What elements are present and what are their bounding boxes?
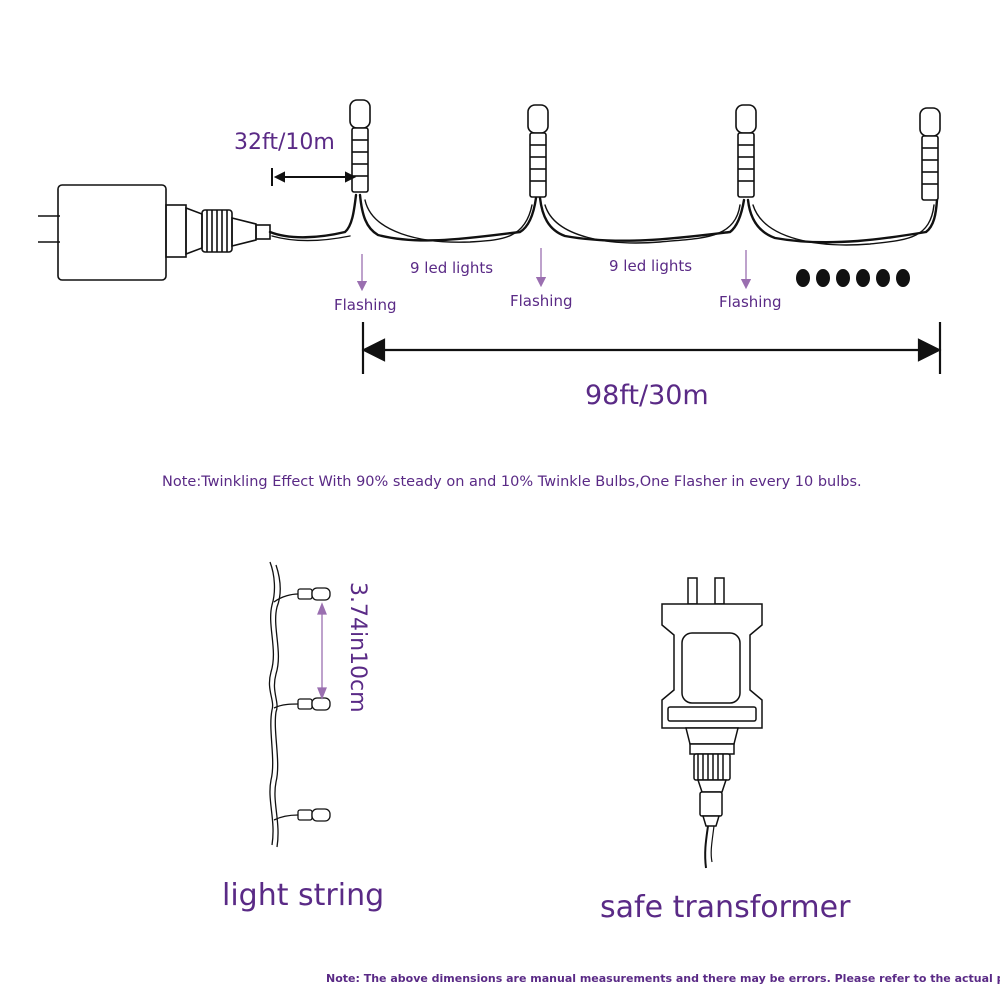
segment-a-label: 9 led lights [410,259,494,277]
bulb-4-icon [919,107,941,201]
transformer-cable-inner [710,825,715,863]
bulb-spacing-arrow [317,602,327,700]
segment-b-label: 9 led lights [609,257,693,275]
total-length-label: 98ft/30m [585,380,709,411]
flashing-label-1: Flashing [334,296,397,314]
bulb-1-icon [349,99,371,193]
plug-adapter-icon [38,184,271,281]
transformer-icon [661,577,763,827]
total-length-arrow [361,322,942,374]
disclaimer-note: Note: The above dimensions are manual me… [326,972,1000,985]
light-string-icon [268,561,331,848]
flashing-label-2: Flashing [510,292,573,310]
bulb-2-icon [527,104,549,198]
transformer-label: safe transformer [600,890,851,925]
flashing-label-3: Flashing [719,293,782,311]
light-string-label: light string [222,878,385,913]
twinkle-note: Note:Twinkling Effect With 90% steady on… [162,474,862,490]
lead-length-label: 32ft/10m [234,130,335,155]
flashing-pointer-arrows [356,248,752,292]
continuation-dots [796,269,910,287]
bulb-spacing-label: 3.74in10cm [345,582,370,713]
transformer-cable [704,825,709,869]
bulb-3-icon [735,104,757,198]
lead-length-arrow [271,168,357,186]
light-wire [268,193,939,246]
